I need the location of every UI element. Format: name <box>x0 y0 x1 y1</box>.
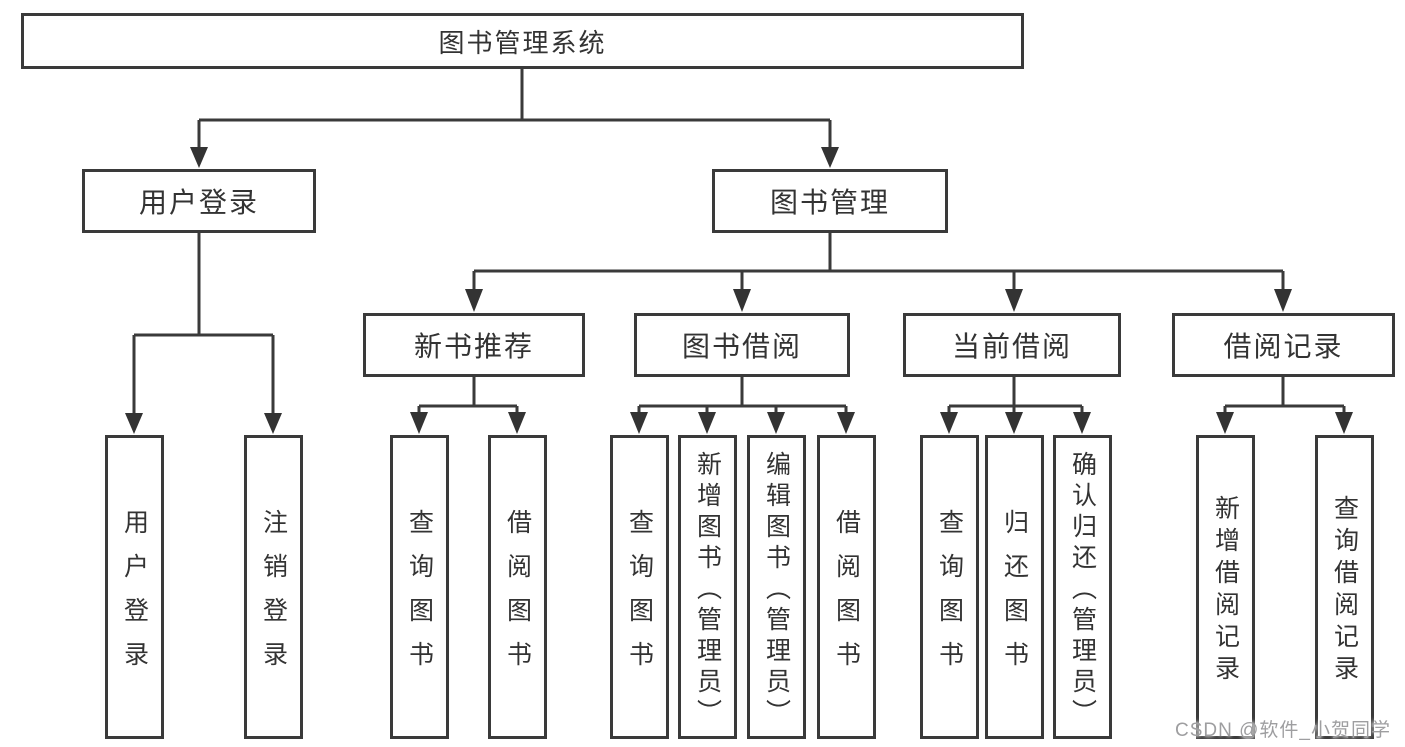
arrowhead <box>1274 289 1292 312</box>
node-book-borrowing: 图书借阅 <box>634 313 850 377</box>
node-label: 图书管理 <box>769 187 890 218</box>
node-borrowing-records: 借阅记录 <box>1172 313 1395 377</box>
leaf-bb-borrow-books: 借阅图书 <box>817 435 876 739</box>
tree-edges <box>132 69 1346 415</box>
csdn-watermark: CSDN @软件_小贺同学 <box>1175 720 1391 741</box>
node-library-management-system: 图书管理系统 <box>21 13 1024 69</box>
node-label: 用户登录 <box>120 508 149 685</box>
leaf-logout: 注销登录 <box>244 435 303 739</box>
leaf-cb-confirm-return-admin: 确认归还（管理员） <box>1053 435 1112 739</box>
arrowhead <box>465 289 483 312</box>
arrowhead <box>698 412 716 434</box>
node-book-management: 图书管理 <box>712 169 948 233</box>
node-label: 图书管理系统 <box>438 27 607 58</box>
arrowhead <box>940 412 958 434</box>
arrowhead <box>190 147 208 168</box>
node-label: 注销登录 <box>259 508 288 685</box>
arrowhead <box>1216 412 1234 434</box>
arrowhead <box>508 412 526 434</box>
arrowhead <box>837 412 855 434</box>
arrowhead <box>410 412 428 434</box>
leaf-nb-query-books: 查询图书 <box>390 435 449 739</box>
arrowhead <box>1073 412 1091 434</box>
leaf-nb-borrow-books: 借阅图书 <box>488 435 547 739</box>
arrowhead <box>264 413 282 434</box>
node-label: 新增图书（管理员） <box>693 450 722 730</box>
node-label: 借阅图书 <box>503 508 532 685</box>
leaf-bb-query-books: 查询图书 <box>610 435 669 739</box>
node-label: 新增借阅记录 <box>1211 494 1240 687</box>
node-label: 借阅图书 <box>832 508 861 685</box>
arrowhead <box>1005 412 1023 434</box>
node-label: 归还图书 <box>1000 508 1029 685</box>
node-label: 查询图书 <box>625 508 654 685</box>
node-label: 用户登录 <box>138 187 259 218</box>
arrowhead <box>125 413 143 434</box>
arrowhead <box>630 412 648 434</box>
node-label: 当前借阅 <box>951 331 1072 362</box>
node-label: 借阅记录 <box>1223 331 1344 362</box>
node-label: 确认归还（管理员） <box>1068 450 1097 730</box>
node-label: 新书推荐 <box>413 331 534 362</box>
arrowhead <box>733 289 751 312</box>
leaf-br-add-borrow-record: 新增借阅记录 <box>1196 435 1255 739</box>
node-label: 查询图书 <box>935 508 964 685</box>
node-new-book-recommendation: 新书推荐 <box>363 313 585 377</box>
leaf-bb-edit-books-admin: 编辑图书（管理员） <box>747 435 806 739</box>
arrowheads <box>125 147 1353 434</box>
leaf-cb-return-books: 归还图书 <box>985 435 1044 739</box>
node-label: 图书借阅 <box>681 331 802 362</box>
leaf-br-query-borrow-record: 查询借阅记录 <box>1315 435 1374 739</box>
node-label: 编辑图书（管理员） <box>762 450 791 730</box>
leaf-user-login: 用户登录 <box>105 435 164 739</box>
node-label: 查询借阅记录 <box>1330 494 1359 687</box>
arrowhead <box>821 147 839 168</box>
arrowhead <box>1005 289 1023 312</box>
node-label: 查询图书 <box>405 508 434 685</box>
arrowhead <box>767 412 785 434</box>
node-user-login: 用户登录 <box>82 169 316 233</box>
leaf-bb-add-books-admin: 新增图书（管理员） <box>678 435 737 739</box>
node-current-borrowing: 当前借阅 <box>903 313 1121 377</box>
leaf-cb-query-books: 查询图书 <box>920 435 979 739</box>
arrowhead <box>1335 412 1353 434</box>
